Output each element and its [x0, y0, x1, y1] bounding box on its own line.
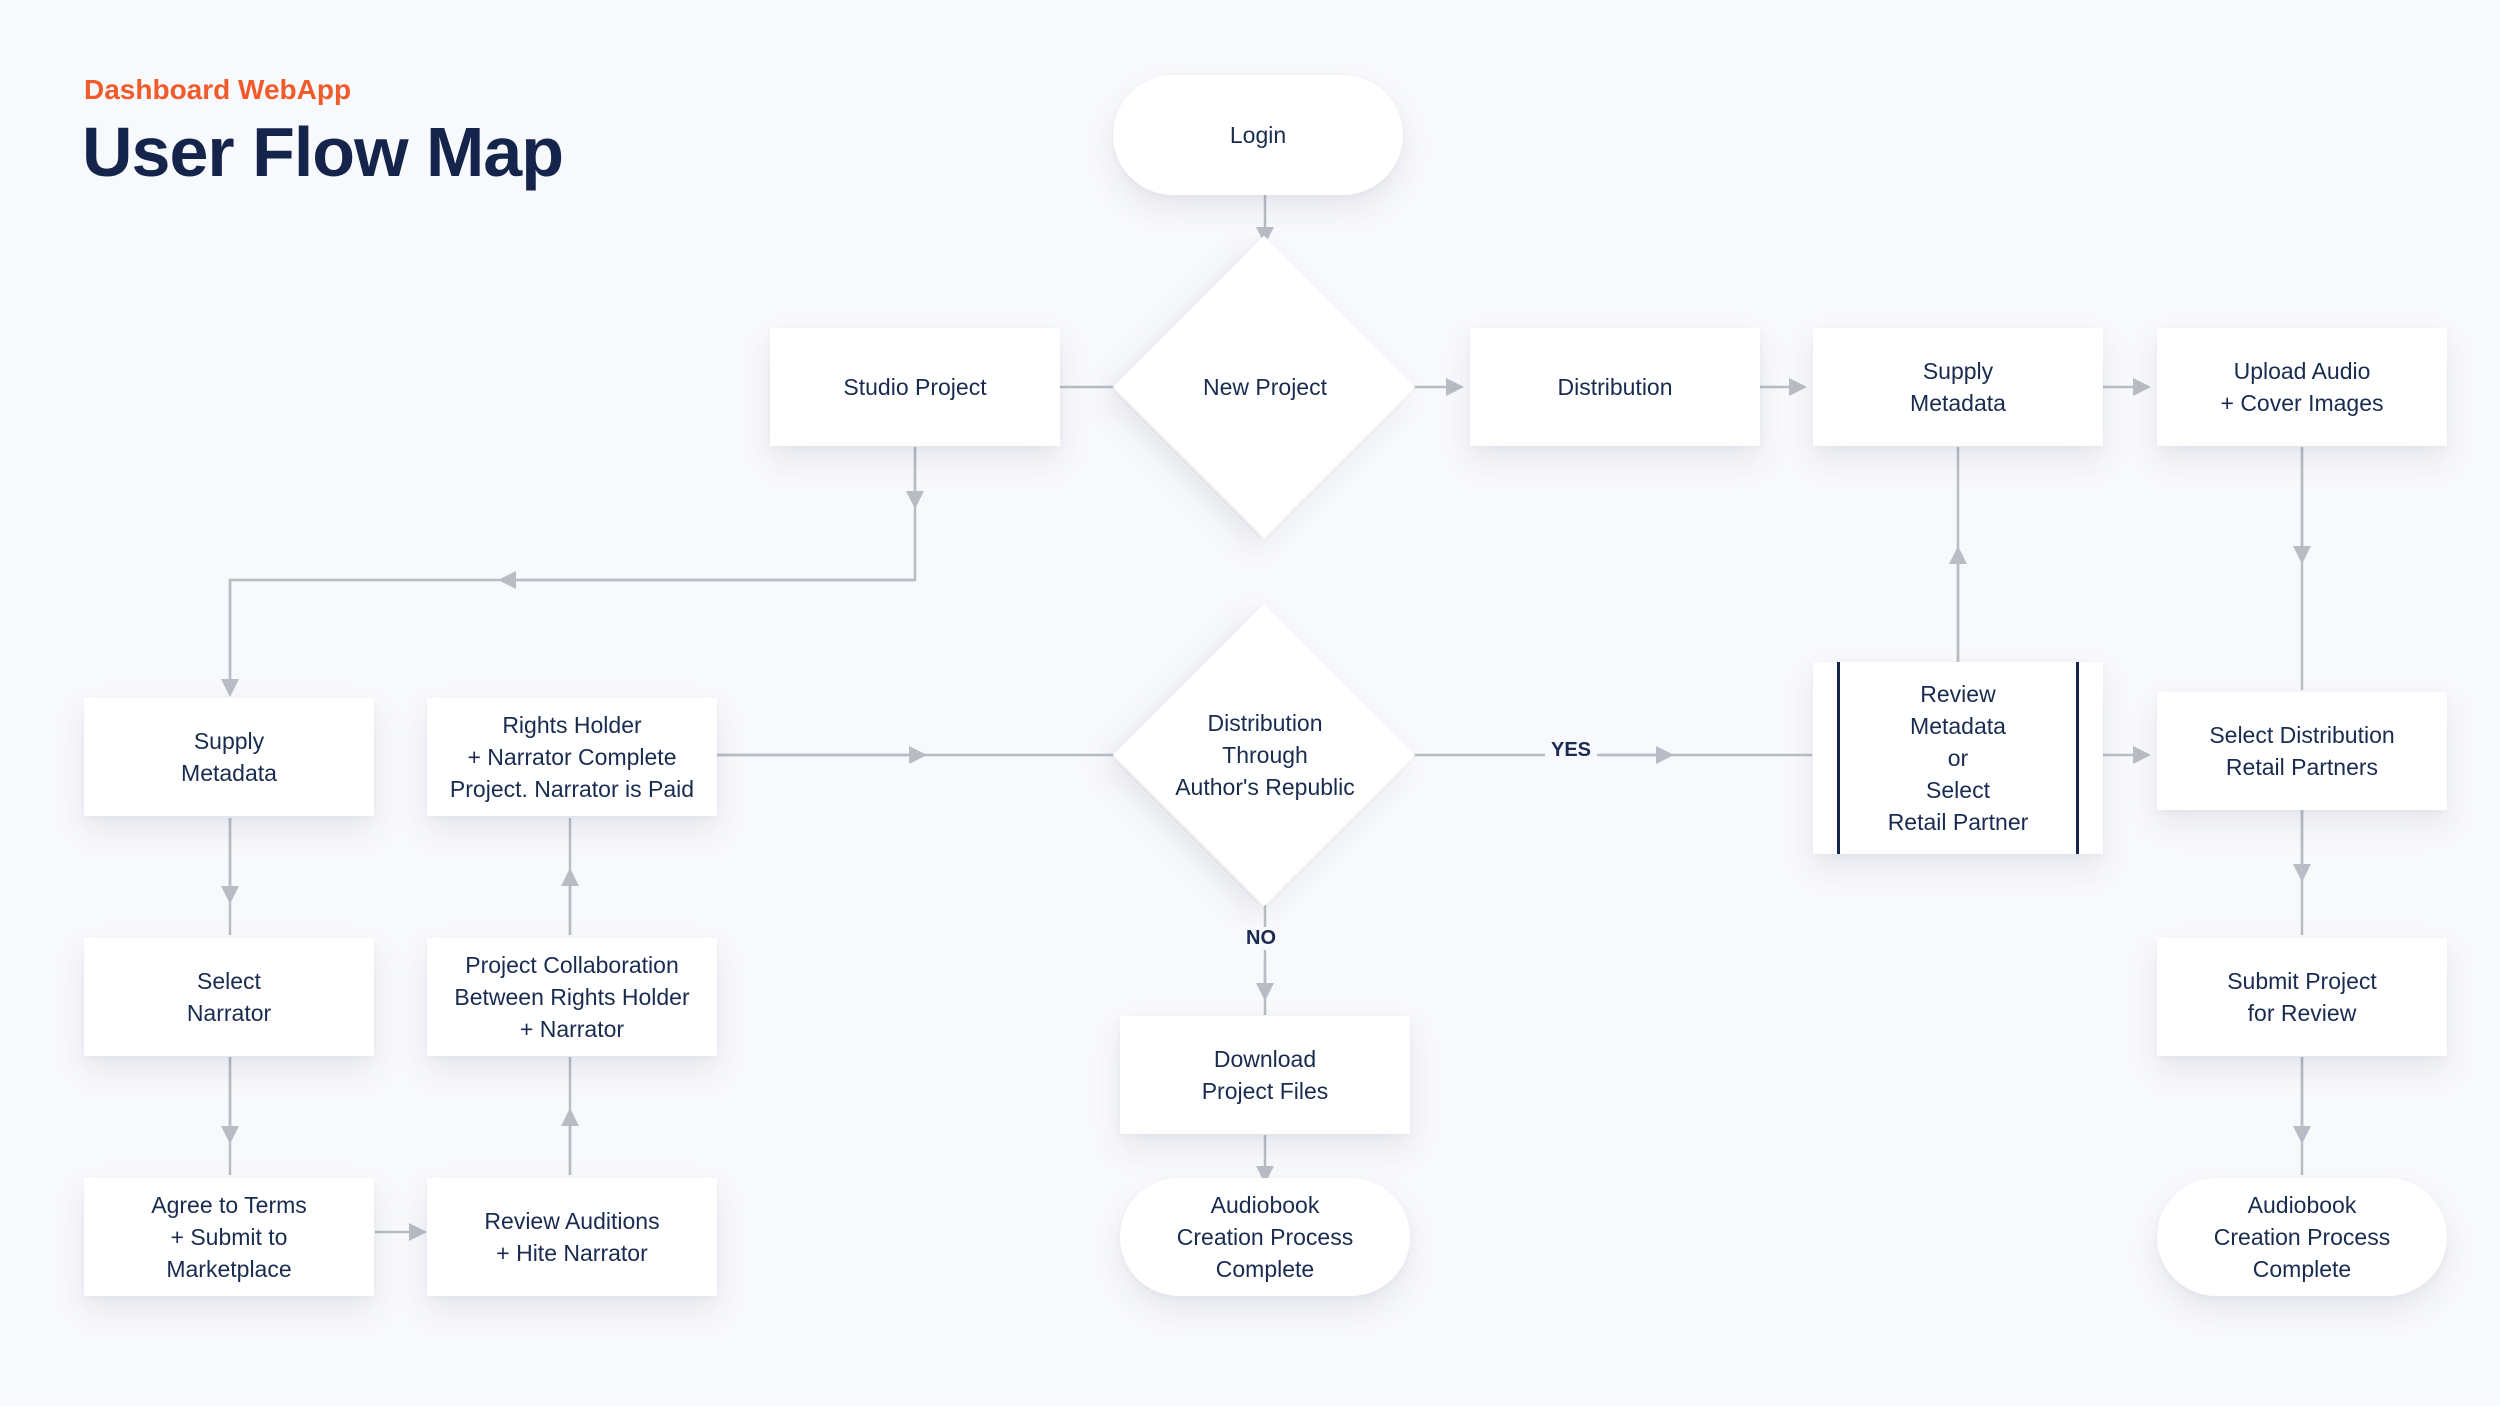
no-label: NO [1240, 927, 1282, 950]
rights-holder-node[interactable]: Rights Holder + Narrator Complete Projec… [427, 698, 717, 816]
review-auditions-node[interactable]: Review Auditions + Hite Narrator [427, 1178, 717, 1296]
upload-audio-node[interactable]: Upload Audio + Cover Images [2157, 328, 2447, 446]
page-title: User Flow Map [82, 113, 564, 191]
studio-project-node[interactable]: Studio Project [770, 328, 1060, 446]
select-distribution-node[interactable]: Select Distribution Retail Partners [2157, 692, 2447, 810]
yes-label: YES [1545, 739, 1598, 762]
submit-project-node[interactable]: Submit Project for Review [2157, 938, 2447, 1056]
review-metadata-node[interactable]: Review Metadata or Select Retail Partner [1813, 662, 2103, 854]
select-narrator-node[interactable]: Select Narrator [84, 938, 374, 1056]
complete-right-node[interactable]: Audiobook Creation Process Complete [2157, 1178, 2447, 1296]
edge-studio-supplyleft [228, 447, 917, 690]
new-project-label: New Project [1203, 374, 1327, 400]
login-node[interactable]: Login [1113, 75, 1403, 195]
app-subtitle: Dashboard WebApp [84, 74, 352, 105]
project-collaboration-node[interactable]: Project Collaboration Between Rights Hol… [427, 938, 717, 1056]
supply-metadata-top-node[interactable]: Supply Metadata [1813, 328, 2103, 446]
agree-terms-node[interactable]: Agree to Terms + Submit to Marketplace [84, 1178, 374, 1296]
distribution-node[interactable]: Distribution [1470, 328, 1760, 446]
supply-metadata-left-node[interactable]: Supply Metadata [84, 698, 374, 816]
complete-center-node[interactable]: Audiobook Creation Process Complete [1120, 1178, 1410, 1296]
distribution-decision-label: Distribution Through Author's Republic [1175, 710, 1355, 800]
download-files-node[interactable]: Download Project Files [1120, 1016, 1410, 1134]
